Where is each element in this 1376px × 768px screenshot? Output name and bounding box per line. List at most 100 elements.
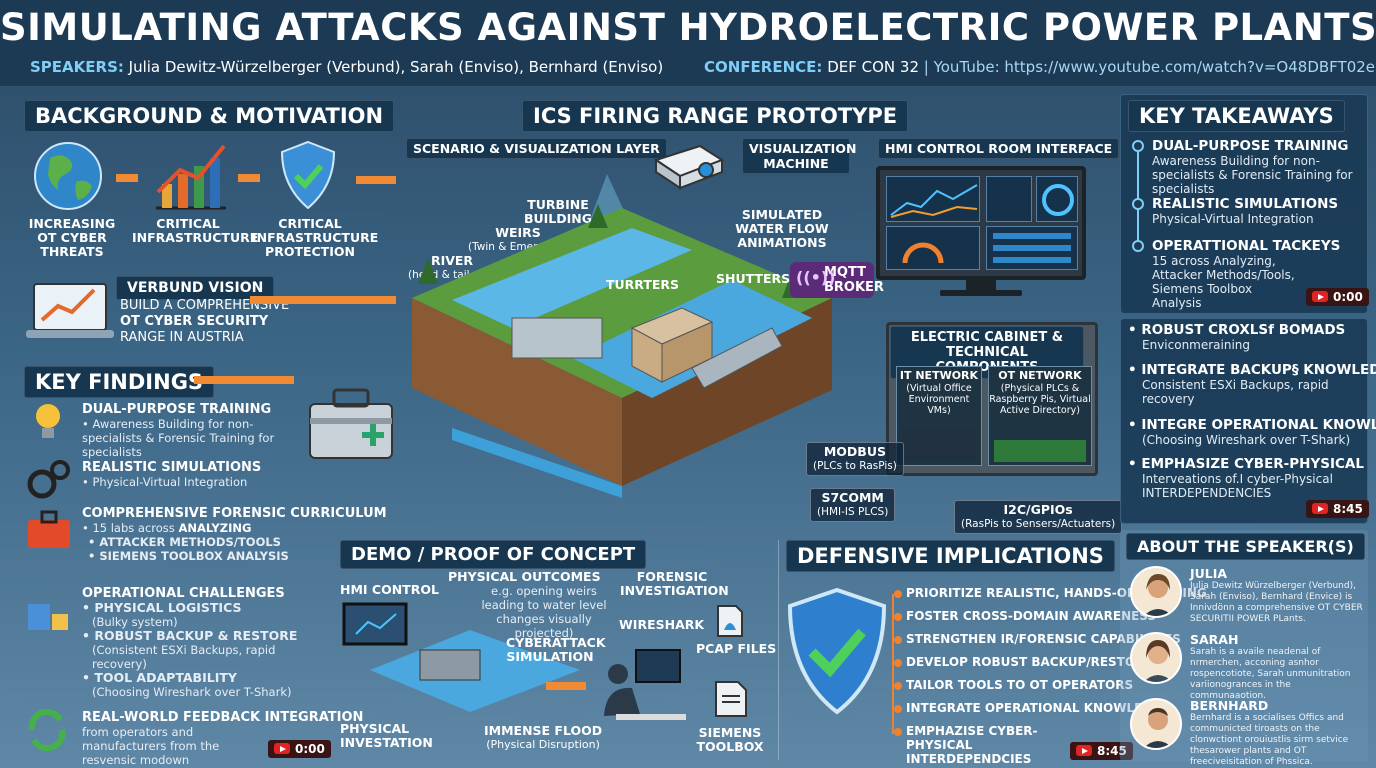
bg-item-ot-threats: INCREASING OT CYBER THREATS	[28, 216, 116, 259]
conference-name: DEF CON 32	[827, 58, 919, 76]
arrow	[250, 296, 396, 304]
it-network-sub: (Virtual Office Environment VMs)	[906, 383, 972, 416]
laptop-chart-icon	[26, 283, 114, 338]
speaker-bio: Julia Dewitz Würzelberger (Verbund), Sar…	[1190, 581, 1363, 624]
ot-network-label: OT NETWORK (Physical PLCs & Raspberry Pi…	[988, 369, 1092, 416]
speaker-bio: Bernhard is a socialises Offics and comm…	[1190, 713, 1349, 767]
mqtt-label: MQTT BROKER	[824, 265, 884, 295]
finding-realistic-body: • Physical-Virtual Integration	[82, 475, 248, 489]
defense-item: PRIORITIZE REALISTIC, HANDS-ON TRAINING	[894, 586, 1207, 609]
turbine-building-label: TURBINE BUILDING	[523, 197, 593, 226]
water-gauge-icon	[902, 242, 944, 264]
speaker-julia: JULIA Julia Dewitz Würzelberger (Verbund…	[1190, 566, 1364, 625]
scenario-layer-label: SCENARIO & VISUALIZATION LAYER	[406, 138, 667, 159]
speaker-name: BERNHARD	[1190, 698, 1269, 713]
hmi-gauge-panel	[986, 176, 1032, 222]
background-title: BACKGROUND & MOTIVATION	[24, 100, 395, 132]
bullet-dot	[894, 682, 902, 690]
modbus-title: MODBUS	[823, 444, 886, 459]
defense-text: STRENGTHEN IR/FORENSIC CAPABILITIES	[906, 632, 1181, 646]
conference-label: CONFERENCE:	[704, 58, 823, 76]
weirs-title: WEIRS	[495, 225, 541, 240]
hmi-water-panel	[886, 226, 980, 270]
hmi-control-label: HMI CONTROL	[340, 582, 439, 597]
finding-curriculum-line-1: • 15 labs across ANALYZING	[82, 521, 342, 535]
timeline-dot	[1132, 198, 1144, 210]
refresh-icon	[28, 708, 66, 752]
video-time: 8:45	[1097, 744, 1127, 758]
video-timestamp-button[interactable]: 0:00	[1306, 288, 1369, 306]
ot-network-sub: (Physical PLCs & Raspberry Pis, Virtual …	[989, 383, 1091, 416]
bullet-dot	[894, 613, 902, 621]
video-timestamp-button[interactable]: 0:00	[268, 740, 331, 758]
pcap-label: PCAP FILES	[696, 641, 777, 656]
speaker-name: JULIA	[1190, 566, 1228, 581]
finding-ops-head: OPERATIONAL CHALLENGES	[82, 586, 285, 601]
speaker-sarah: SARAH Sarah is a availe neadenal of nrme…	[1190, 632, 1364, 702]
vision-line-1: BUILD A COMPREHENSIVE	[120, 298, 290, 313]
finding-realistic: REALISTIC SIMULATIONS • Physical-Virtual…	[82, 460, 306, 489]
shutters-label: SHUTTERS	[716, 271, 791, 286]
ops-b3: • TOOL ADAPTABILITY	[82, 670, 237, 685]
takeaway-1-head: DUAL-PURPOSE TRAINING	[1152, 138, 1349, 154]
server-rack-icon	[902, 430, 976, 460]
s7comm-label: S7COMM (HMI-IS PLCS)	[810, 488, 896, 522]
defense-text: DEVELOP ROBUST BACKUP/RESTORE	[906, 655, 1153, 669]
tb4-body: Interveations of.I cyber-Physical INTERD…	[1142, 472, 1333, 500]
i2c-title: I2C/GPIOs	[1003, 502, 1073, 517]
header-band	[0, 0, 1376, 86]
hmi-monitor-icon	[342, 602, 408, 646]
raspberry-pi-icon	[994, 440, 1086, 462]
arrow	[356, 176, 396, 184]
monitor-stand	[966, 280, 996, 292]
speakers-title: ABOUT THE SPEAKER(S)	[1126, 533, 1365, 560]
vision-line-3: RANGE IN AUSTRIA	[120, 330, 244, 345]
takeaway-2-body: Physical-Virtual Integration	[1152, 212, 1314, 226]
speaker-bernhard: BERNHARD Bernhard is a socialises Offics…	[1190, 698, 1364, 768]
bullet-dot	[894, 705, 902, 713]
takeaway-3: OPERATTIONAL TACKEYS 15 across Analyzing…	[1152, 238, 1341, 310]
speaker-name: SARAH	[1190, 632, 1239, 647]
hydro-plant-diorama	[412, 174, 832, 498]
youtube-link[interactable]: | YouTube: https://www.youtube.com/watch…	[923, 58, 1376, 76]
finding-feedback: REAL-WORLD FEEDBACK INTEGRATION from ope…	[82, 710, 363, 767]
defense-item: EMPHAZISE CYBER-PHYSICAL INTERDEPENDCIES	[894, 724, 1118, 766]
i2c-label: I2C/GPIOs (RasPis to Sensers/Actuaters)	[954, 500, 1123, 534]
takeaway-bullet-3: • INTEGRE OPERATIONAL KNOWLEDGE (Choosin…	[1128, 417, 1376, 447]
modbus-sub: (PLCs to RasPis)	[813, 460, 897, 472]
speakers-label: SPEAKERS:	[30, 58, 124, 76]
firing-range-title: ICS FIRING RANGE PROTOTYPE	[522, 100, 909, 132]
physical-investation-label: PHYSICAL INVESTATION	[340, 721, 433, 750]
ot-network-title: OT NETWORK	[998, 369, 1082, 382]
finding-feedback-body: from operators and manufacturers from th…	[82, 725, 220, 767]
tb3-head-text: INTEGRE OPERATIONAL KNOWLEDGE	[1141, 417, 1376, 433]
shield-check-icon	[787, 587, 887, 715]
hmi-controls-panel	[986, 226, 1078, 270]
globe-icon	[34, 142, 102, 210]
demo-title: DEMO / PROOF OF CONCEPT	[340, 540, 647, 569]
takeaway-bullet-2: • INTEGRATE BACKUP§ KNOWLEDGE Consistent…	[1128, 362, 1376, 406]
ops-b2: • ROBUST BACKUP & RESTORE	[82, 628, 298, 643]
takeaway-bullet-4: • EMPHASIZE CYBER-PHYSICAL Interveations…	[1128, 456, 1364, 500]
takeaway-2: REALISTIC SIMULATIONS Physical-Virtual I…	[1152, 196, 1362, 226]
hmi-trend-panel	[886, 176, 980, 222]
finding-curriculum-b3: • SIEMENS TOOLBOX ANALYSIS	[88, 549, 289, 563]
arrow	[116, 174, 138, 182]
takeaway-3-head: OPERATTIONAL TACKEYS	[1152, 238, 1341, 254]
physical-outcomes-title: PHYSICAL OUTCOMES	[448, 569, 601, 584]
simulated-water-label: SIMULATED WATER FLOW ANIMATIONS	[735, 207, 829, 250]
takeaways-bullets-panel	[1120, 318, 1368, 524]
finding-dual-head: DUAL-PURPOSE TRAINING	[82, 402, 272, 417]
tb2-head-text: INTEGRATE BACKUP§ KNOWLEDGE	[1141, 362, 1376, 378]
video-timestamp-button[interactable]: 8:45	[1306, 500, 1369, 518]
broadcast-icon: ((•))	[796, 268, 836, 287]
hmi-dial-panel	[1036, 176, 1078, 222]
defense-item: INTEGRATE OPERATIONAL KNOWLEDGE	[894, 701, 1170, 724]
hmi-monitor	[876, 166, 1086, 280]
video-timestamp-button[interactable]: 8:45	[1070, 742, 1133, 760]
youtube-play-icon	[1312, 291, 1328, 302]
tb1-body: Enviconmeraining	[1142, 338, 1251, 352]
avatar-sarah	[1130, 632, 1182, 684]
finding-realistic-head: REALISTIC SIMULATIONS	[82, 460, 262, 475]
bullet-dot	[894, 636, 902, 644]
